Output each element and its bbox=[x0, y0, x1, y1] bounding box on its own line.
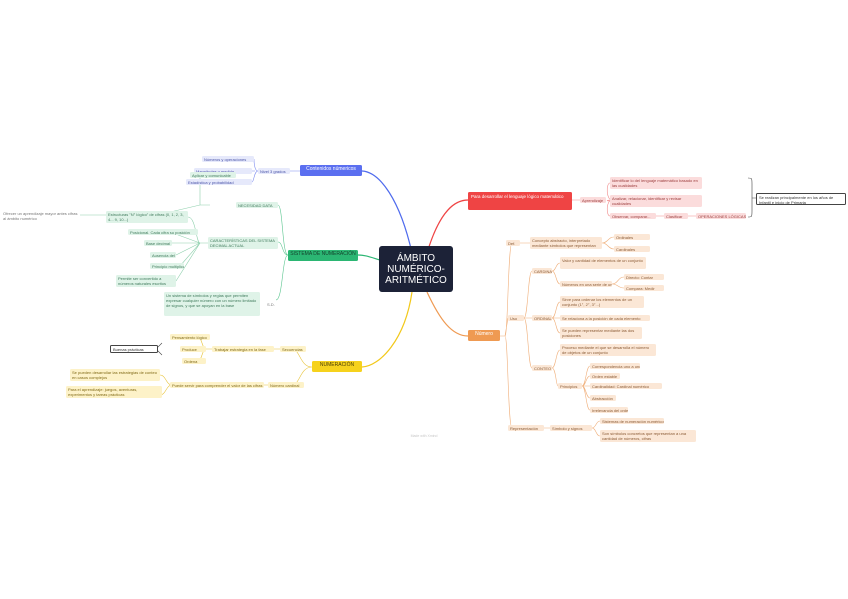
cardinal-item-2[interactable]: Números en una serie de un conjunto bbox=[560, 281, 612, 287]
topic-numeracion[interactable]: NUMERACIÓN bbox=[312, 361, 362, 372]
caract-item-5[interactable]: Principio multiplicativo bbox=[150, 263, 184, 269]
ordinal-item-3[interactable]: Se pueden representar mediante las dos p… bbox=[560, 327, 642, 339]
connector-numero bbox=[426, 291, 469, 337]
principio-1[interactable]: Correspondencia uno a uno bbox=[590, 363, 640, 369]
representacion-mid[interactable]: Símbolo y signos bbox=[550, 425, 592, 431]
contenidos-mid[interactable]: Nivel 3 grados bbox=[258, 168, 290, 174]
contenidos-item-3[interactable]: Estadística y probabilidad bbox=[186, 179, 252, 185]
connector-proceso bbox=[426, 199, 469, 254]
sistema-caracteristicas[interactable]: CARACTERÍSTICAS DEL SISTEMA DECIMAL ACTU… bbox=[208, 237, 278, 249]
numero-def-cardinales[interactable]: Cardinales bbox=[614, 246, 650, 252]
proceso-aprendizaje[interactable]: Aprendizaje bbox=[580, 197, 606, 203]
proceso-operaciones[interactable]: OPERACIONES LÓGICAS bbox=[696, 213, 746, 219]
ordinal-item-2[interactable]: Se relaciona a la posición de cada eleme… bbox=[560, 315, 650, 321]
numeracion-pensamiento[interactable]: Pensamiento lógico bbox=[170, 334, 210, 340]
numeracion-ordena[interactable]: Ordena bbox=[182, 358, 206, 364]
sistema-definicion[interactable]: Un sistema de símbolos y reglas que perm… bbox=[164, 292, 260, 316]
conteo-principios[interactable]: Principios bbox=[558, 383, 582, 389]
caract-item-2[interactable]: Posicional. Cada cifra su posición bbox=[128, 229, 198, 235]
numero-def-text[interactable]: Concepto abstracto, interpretado mediant… bbox=[530, 237, 602, 249]
numeracion-secuencias[interactable]: Secuencias bbox=[280, 346, 306, 352]
proceso-item-2[interactable]: Analizar, relacionar, identificar y revi… bbox=[610, 195, 702, 207]
sistema-def-label: S.D. bbox=[267, 302, 275, 307]
principio-3[interactable]: Cardinalidad: Cardinal numérico bbox=[590, 383, 662, 389]
principio-5[interactable]: Irrelevancia del orden bbox=[590, 407, 628, 413]
numeracion-cardinal[interactable]: Número cardinal bbox=[268, 382, 304, 388]
numero-uso[interactable]: Uso bbox=[508, 315, 524, 321]
topic-sistema[interactable]: SISTEMA DE NUMERACIÓN bbox=[288, 250, 358, 261]
proceso-clasificar[interactable]: Clasificar bbox=[664, 213, 688, 219]
connector-contenidos bbox=[361, 170, 413, 254]
proceso-note[interactable]: Se realizan principalmente en los años d… bbox=[756, 193, 846, 205]
cardinal-compara[interactable]: Compara: Medir bbox=[624, 285, 664, 291]
topic-lenguaje-logico[interactable]: Para desarrollar el lenguaje lógico mate… bbox=[468, 192, 572, 210]
central-topic[interactable]: ÁMBITO NUMÉRICO-ARITMÉTICO bbox=[379, 246, 453, 292]
numero-def-ordinales[interactable]: Ordinales bbox=[614, 234, 650, 240]
conteo-text[interactable]: Proceso mediante el que se desarrolla el… bbox=[560, 344, 656, 356]
sistema-oferta[interactable]: Ofrecer un aprendizaje mayor antes cifra… bbox=[3, 211, 78, 221]
numeracion-produce[interactable]: Produce bbox=[180, 346, 206, 352]
caract-item-1[interactable]: Estructuras "N° lógico" de cifras (0, 1,… bbox=[106, 211, 188, 223]
principio-2[interactable]: Orden estable bbox=[590, 373, 620, 379]
proceso-item-1[interactable]: Identificar lo del lenguaje matemático b… bbox=[610, 177, 702, 189]
contenidos-item-1[interactable]: Números y operaciones bbox=[202, 156, 254, 162]
numero-representacion[interactable]: Representación bbox=[508, 425, 544, 431]
topic-contenidos[interactable]: Contenidos númericos bbox=[300, 165, 362, 176]
numeracion-trabajar[interactable]: Trabajar estrategia en la fase bbox=[212, 346, 274, 352]
buenas-practicas[interactable]: Buenas prácticas bbox=[110, 345, 158, 353]
caract-item-6[interactable]: Permite ser convertido a números natural… bbox=[116, 275, 176, 287]
sistema-necesidad[interactable]: NECESIDAD DATA bbox=[236, 202, 278, 208]
uso-conteo[interactable]: CONTEO bbox=[532, 365, 552, 371]
cardinal-directo[interactable]: Directo: Contar bbox=[624, 274, 664, 280]
caract-item-3[interactable]: Base decimal bbox=[144, 240, 172, 246]
cardinal-item-1[interactable]: Valor y cantidad de elementos de un conj… bbox=[560, 257, 646, 269]
proceso-item-3[interactable]: Observar, comparar... bbox=[610, 213, 656, 219]
numeracion-extra-1[interactable]: Se pueden desarrollar las estrategias de… bbox=[70, 369, 160, 381]
contenidos-item-2[interactable]: Magnitudes y medida bbox=[194, 168, 252, 174]
connector-sistema bbox=[357, 254, 381, 261]
numero-def-label[interactable]: Def. bbox=[506, 240, 520, 246]
uso-cardinal[interactable]: CARDINAL bbox=[532, 268, 552, 274]
representacion-item-1[interactable]: Sistemas de numeración numéricos bbox=[600, 418, 664, 424]
watermark: Made with Xmind bbox=[410, 434, 438, 438]
representacion-item-2[interactable]: Son símbolos concretos que representan a… bbox=[600, 430, 696, 442]
ordinal-item-1[interactable]: Sirve para ordenar los elementos de un c… bbox=[560, 296, 644, 308]
uso-ordinal[interactable]: ORDINAL bbox=[532, 315, 552, 321]
sistema-necesidad-sub[interactable]: Aplicar y comunicable bbox=[190, 172, 236, 178]
numeracion-puede[interactable]: Puede servir para comprender el valor de… bbox=[170, 382, 264, 388]
connector-numeracion bbox=[361, 291, 413, 368]
principio-4[interactable]: Abstracción bbox=[590, 395, 616, 401]
numeracion-extra-2[interactable]: Para el aprendizaje: juegos, aventuras, … bbox=[66, 386, 162, 398]
topic-numero[interactable]: Número bbox=[468, 330, 500, 341]
caract-item-4[interactable]: Ausencia del cero bbox=[150, 252, 176, 258]
